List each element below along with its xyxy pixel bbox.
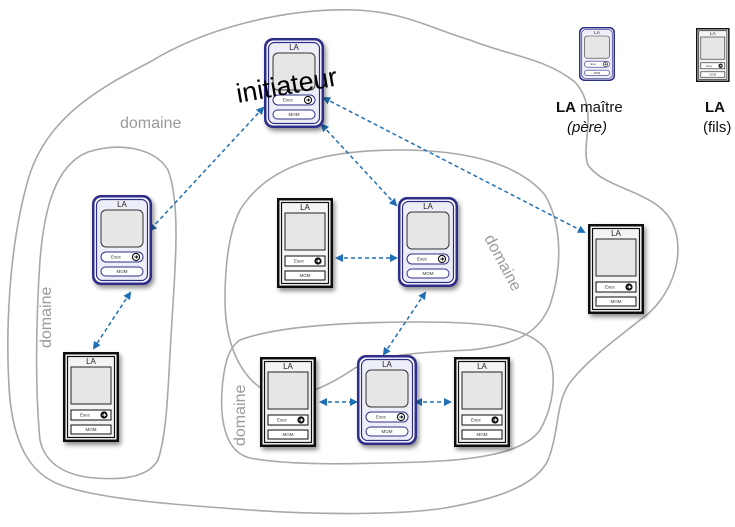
mom-label: MOM	[283, 432, 294, 437]
legend-master-subtitle: (père)	[567, 119, 607, 136]
legend-master-icon: LA Exec MOM	[578, 26, 616, 82]
device-title: LA	[300, 203, 310, 212]
legend-child-title: LA	[705, 99, 725, 116]
legend-child-subtitle: (fils)	[703, 119, 731, 136]
svg-text:LA: LA	[710, 31, 717, 37]
device-title: LA	[611, 229, 621, 238]
mom-label: MOM	[289, 112, 300, 117]
connections	[92, 97, 586, 406]
exec-label: Exec	[111, 255, 122, 260]
la-master-bottom-center: LA Exec MOM	[356, 354, 418, 446]
la-child-far-right: LA Exec MOM	[587, 223, 645, 315]
outer-domain-outline	[7, 9, 679, 515]
legend-child-icon: LA Exec MOM	[695, 27, 730, 83]
mom-label: MOM	[300, 273, 311, 278]
mom-label: MOM	[611, 299, 622, 304]
legend-master-title: LA maître	[556, 99, 623, 116]
mom-label: MOM	[117, 269, 128, 274]
mom-label: MOM	[382, 429, 393, 434]
arrow-left-to-bottom-left	[92, 291, 132, 350]
mom-label: MOM	[423, 271, 434, 276]
mom-label: MOM	[86, 427, 97, 432]
la-master-left: LA Exec MOM	[91, 194, 153, 286]
device-title: LA	[283, 362, 293, 371]
exec-label: Exec	[80, 413, 91, 418]
device-title: LA	[382, 360, 392, 369]
exec-label: Exec	[283, 98, 294, 103]
domain-label-bottom: domaine	[232, 385, 249, 446]
la-child-midleft: LA Exec MOM	[276, 197, 334, 289]
svg-text:MOM: MOM	[594, 71, 601, 75]
arrow-center-to-bottom-center	[382, 291, 427, 356]
la-child-bottom-left: LA Exec MOM	[62, 351, 120, 443]
device-title: LA	[477, 362, 487, 371]
device-title: LA	[117, 200, 127, 209]
exec-label: Exec	[277, 418, 288, 423]
la-master-root: LA Exec MOM	[263, 37, 325, 129]
exec-label: Exec	[294, 259, 305, 264]
legend: LA Exec MOM LA maître (père) LA Exec MOM…	[556, 26, 731, 136]
la-master-center: LA Exec MOM	[397, 196, 459, 288]
device-title: LA	[423, 202, 433, 211]
svg-text:MOM: MOM	[710, 73, 717, 77]
exec-label: Exec	[471, 418, 482, 423]
arrow-root-to-center	[320, 123, 398, 207]
la-child-bottom-domain-left: LA Exec MOM	[259, 356, 317, 448]
domain-label-right: domaine	[480, 232, 524, 294]
svg-text:Exec: Exec	[706, 64, 713, 68]
domain-label-left: domaine	[38, 287, 55, 348]
svg-text:Exec: Exec	[590, 62, 597, 66]
svg-text:LA: LA	[594, 30, 601, 36]
la-child-bottom-domain-right: LA Exec MOM	[453, 356, 511, 448]
mom-label: MOM	[477, 432, 488, 437]
exec-label: Exec	[417, 257, 428, 262]
exec-label: Exec	[605, 285, 616, 290]
device-title: LA	[289, 43, 299, 52]
exec-label: Exec	[376, 415, 387, 420]
domain-label-top: domaine	[120, 115, 181, 132]
device-title: LA	[86, 357, 96, 366]
